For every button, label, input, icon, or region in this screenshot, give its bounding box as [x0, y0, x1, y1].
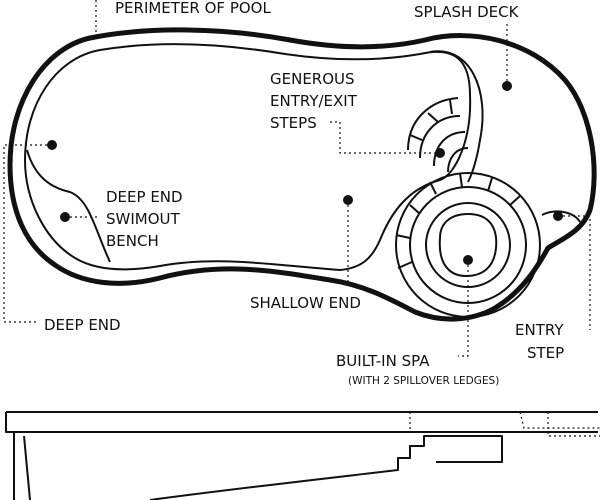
pool-perimeter-outline — [7, 27, 597, 322]
label-entry-1: ENTRY — [515, 321, 564, 339]
label-bench-1: DEEP END — [106, 188, 183, 206]
leader-lines — [3, 0, 591, 357]
built-in-spa — [395, 172, 541, 318]
label-steps-3: STEPS — [270, 114, 317, 132]
label-spa-note: (WITH 2 SPILLOVER LEDGES) — [348, 375, 499, 387]
dot-splash-deck — [502, 81, 512, 91]
swimout-bench — [26, 149, 111, 263]
dot-bench-deep — [47, 140, 57, 150]
dot-entry-step — [553, 211, 563, 221]
label-shallow-end: SHALLOW END — [250, 294, 361, 312]
label-spa: BUILT-IN SPA — [336, 352, 430, 370]
label-deep-end: DEEP END — [44, 316, 121, 334]
pool-profile-view — [5, 411, 600, 500]
label-bench-2: SWIMOUT — [106, 210, 181, 228]
dot-spa — [463, 255, 473, 265]
label-steps-2: ENTRY/EXIT — [270, 92, 358, 110]
pool-inner-edge — [24, 43, 472, 271]
pool-plan-view — [7, 27, 597, 322]
labels: PERIMETER OF POOL SPLASH DECK GENEROUS E… — [44, 0, 564, 387]
label-steps-1: GENEROUS — [270, 70, 355, 88]
callout-dots — [47, 81, 563, 265]
label-perimeter: PERIMETER OF POOL — [115, 0, 271, 17]
dot-shallow-end — [343, 195, 353, 205]
dot-steps — [435, 148, 445, 158]
label-bench-3: BENCH — [106, 232, 159, 250]
entry-step — [541, 210, 581, 223]
label-entry-2: STEP — [527, 344, 564, 362]
dot-bench — [60, 212, 70, 222]
entry-exit-steps — [407, 97, 469, 173]
label-splash-deck: SPLASH DECK — [414, 3, 520, 21]
